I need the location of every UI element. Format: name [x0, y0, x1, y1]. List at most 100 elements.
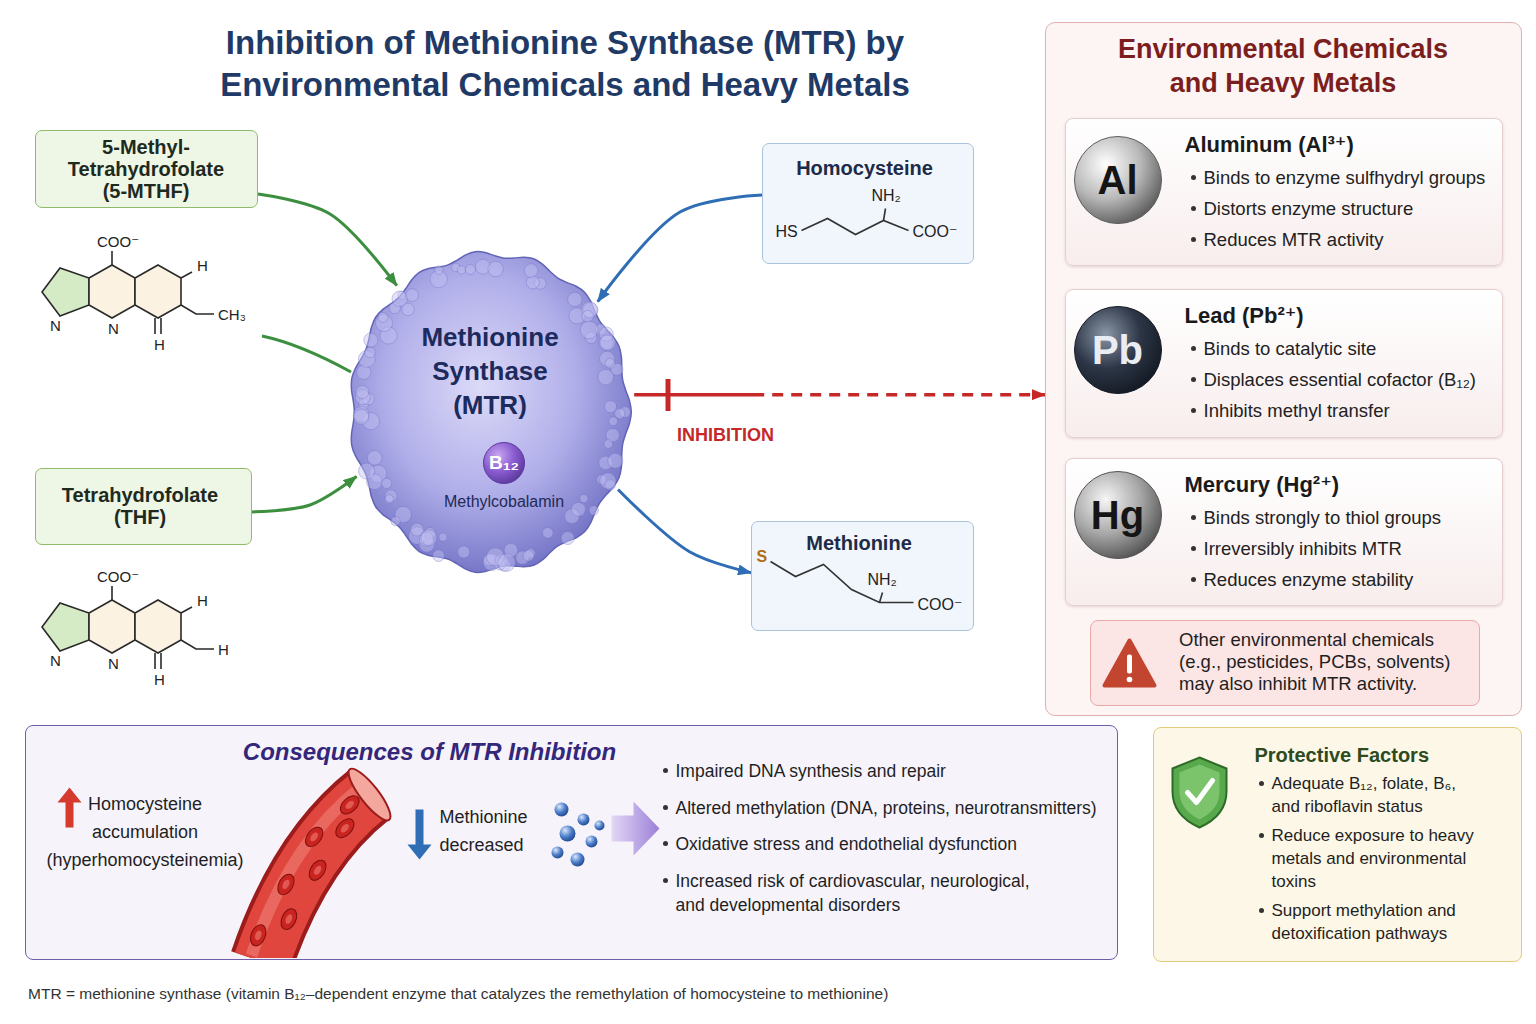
blood-cell [275, 871, 298, 897]
blood-cell [302, 824, 326, 850]
enzyme-bead [457, 266, 465, 274]
bullet-dot [1191, 408, 1196, 413]
enzyme-bead [439, 533, 447, 541]
cofactor-circle: B₁₂Methylcobalamin [482, 441, 530, 485]
enzyme: Methionine Synthase (MTR)B₁₂Methylcobala… [345, 247, 635, 577]
bond [111, 251, 113, 265]
bullet-text: Impaired DNA synthesis and repair [676, 759, 1108, 783]
blood-cell-center [284, 913, 294, 925]
bullet-dot [1191, 546, 1196, 551]
edge-label: INHIBITION [676, 424, 775, 446]
bullet-text: Reduces enzyme stability [1204, 569, 1414, 591]
blood-cell-center [281, 879, 291, 891]
enzyme-bead [381, 478, 391, 488]
enzyme-bead [367, 450, 382, 465]
enzyme-bead [354, 409, 369, 424]
metal-name: Lead (Pb²⁺) [1185, 303, 1304, 329]
shield-inner [1180, 765, 1220, 820]
bullet-dot [1191, 237, 1196, 242]
enzyme-bead [571, 502, 585, 516]
metal-card: Lead (Pb²⁺)Binds to catalytic siteDispla… [1065, 289, 1503, 438]
pterin-ring [42, 603, 89, 651]
protective-panel: Protective FactorsAdequate B₁₂, folate, … [1153, 727, 1522, 962]
bullet-dot [1191, 346, 1196, 351]
enzyme-bead [385, 495, 394, 504]
bullet-dot [663, 805, 668, 810]
bond [181, 305, 214, 314]
increase-arrow [58, 788, 82, 828]
methionine-molecule [555, 803, 569, 817]
panel-heading: Protective Factors [1255, 743, 1430, 767]
enzyme-bead [568, 292, 582, 306]
metal-name: Aluminum (Al³⁺) [1185, 132, 1354, 158]
illustration-group [802, 209, 909, 235]
blood-cell [332, 815, 357, 841]
folate-structure [42, 586, 214, 669]
bullet-dot [663, 878, 668, 883]
vessel-opening [343, 764, 397, 826]
atom-label: COO⁻ [96, 234, 140, 250]
atom-label: H [196, 593, 209, 609]
folate-structure [42, 251, 214, 334]
metal-name: Mercury (Hg²⁺) [1185, 472, 1340, 498]
atom-label: N [107, 321, 120, 337]
illustration-group [1104, 640, 1154, 685]
warning-text: Other environmental chemicals (e.g., pes… [1179, 629, 1469, 695]
diagram-title: Inhibition of Methionine Synthase (MTR) … [150, 22, 980, 106]
bond [802, 219, 909, 235]
pterin-ring [42, 268, 89, 316]
enzyme-bead [609, 417, 618, 426]
bond [160, 653, 162, 669]
bullet-dot [663, 768, 668, 773]
enzyme-bead [523, 550, 534, 561]
atom-label: COO⁻ [918, 595, 963, 614]
product-box: MethionineSNH₂COO⁻ [751, 521, 974, 631]
panel-heading: Consequences of MTR Inhibition [190, 737, 670, 766]
bullet-dot [1259, 833, 1264, 838]
enzyme-bead [580, 495, 588, 503]
element-letters: Al [1073, 157, 1163, 203]
metal-card: Mercury (Hg²⁺) Binds strongly to thiol gr… [1065, 458, 1503, 606]
bond [884, 209, 886, 221]
reaction-arrow [252, 476, 357, 511]
enzyme-bead [392, 291, 407, 306]
panel-heading: Environmental Chemicals and Heavy Metals [1105, 32, 1462, 100]
bullet-text: Displaces essential cofactor (B₁₂) [1204, 369, 1477, 391]
cofactor-symbol: B₁₂ [482, 451, 526, 475]
bond [880, 593, 883, 603]
atom-label: N [49, 653, 62, 669]
enzyme-bead [589, 506, 598, 515]
bullet-text: Distorts enzyme structure [1204, 198, 1414, 220]
blood-cell [278, 906, 300, 932]
element-symbol: Al [1073, 135, 1167, 225]
effect-text: Methionine decreased [440, 803, 552, 859]
bullet-dot [1259, 781, 1264, 786]
atom-label: HS [776, 222, 798, 241]
atom-label: NH₂ [868, 570, 897, 589]
enzyme-bead [561, 531, 574, 544]
warning-triangle [1104, 640, 1154, 685]
atom-label: CH₃ [217, 307, 247, 323]
enzyme-bead [488, 261, 504, 277]
bond [154, 318, 156, 334]
enzyme-bead [433, 550, 445, 562]
bullet-text: Inhibits methyl transfer [1204, 400, 1390, 422]
enzyme-bead [498, 554, 516, 572]
substrate-box: HomocysteineHSNH₂COO⁻ [762, 143, 974, 264]
bullet-text: Binds strongly to thiol groups [1204, 507, 1442, 529]
hexagon-ring [135, 265, 181, 318]
element-letters: Pb [1073, 327, 1163, 373]
substrate-line [262, 336, 351, 372]
enzyme-outline [351, 252, 631, 573]
enzyme-bead [391, 517, 400, 526]
blood-cell [337, 792, 363, 817]
product-name: Methionine [751, 531, 968, 555]
atom-label: NH₂ [872, 186, 901, 205]
bond [771, 562, 914, 603]
methionine-molecule [578, 814, 590, 826]
decrease-arrow [408, 810, 432, 860]
bullet-dot [1191, 515, 1196, 520]
enzyme-bead [435, 266, 443, 274]
reaction-arrow [618, 489, 751, 572]
substrate-box: Tetrahydrofolate (THF) [35, 468, 252, 545]
